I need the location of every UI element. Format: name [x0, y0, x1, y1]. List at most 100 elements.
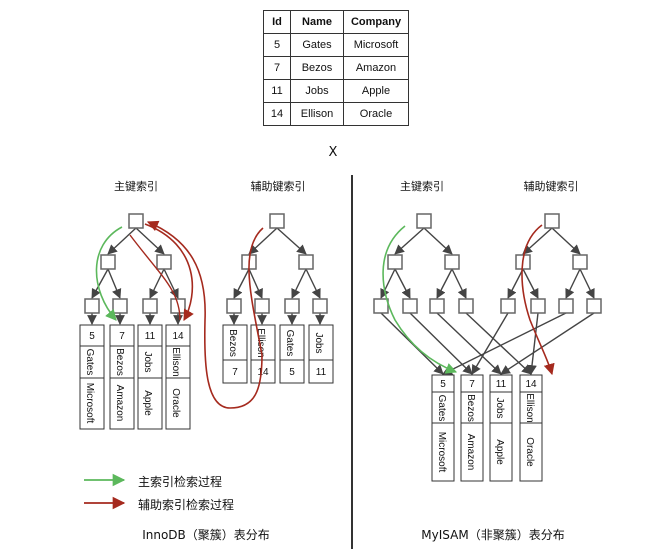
record-name: Bezos — [227, 329, 238, 357]
record-id: 14 — [525, 379, 537, 390]
record-id: 5 — [440, 379, 446, 390]
record-id: 5 — [89, 331, 95, 342]
tree-edge — [394, 268, 411, 299]
innodb-secondary-node — [269, 213, 285, 229]
record-name: Ellison — [524, 393, 535, 422]
table-header-row: Id Name Company — [263, 10, 409, 34]
innodb-secondary-node — [298, 254, 314, 270]
tree-edge — [107, 268, 122, 299]
tree-edges — [87, 227, 595, 375]
leaf-pointer-edge — [436, 312, 502, 375]
tree-edge — [248, 268, 263, 299]
innodb-primary-red-path — [144, 223, 194, 321]
innodb-primary-node — [112, 298, 128, 314]
myisam-records: 5 Gates Microsoft 7 Bezos Amazon 11 Jobs… — [431, 374, 543, 482]
tree-edge — [163, 268, 179, 299]
record-id: 7 — [119, 331, 125, 342]
myisam-primary-node — [444, 254, 460, 270]
cell-id: 7 — [263, 56, 291, 80]
leaf-pointer-edge — [527, 312, 539, 375]
myisam-primary-search-path — [382, 225, 458, 374]
record-company: Oracle — [170, 388, 181, 418]
record-name: Jobs — [313, 332, 324, 353]
tree-edge — [149, 268, 165, 299]
tree-edge — [135, 227, 165, 255]
myisam-secondary-node — [544, 213, 560, 229]
tree-edge — [291, 268, 307, 299]
record-column: 14 Ellison Oracle — [165, 324, 191, 430]
record-id: 11 — [496, 379, 507, 390]
tree-nodes — [84, 213, 602, 314]
record-company: Microsoft — [436, 432, 447, 473]
tree-edge — [579, 268, 595, 299]
record-company: Amazon — [114, 385, 125, 422]
myisam-secondary-node — [500, 298, 516, 314]
leaf-pointer-edge — [442, 312, 567, 375]
record-name: Gates — [84, 349, 95, 376]
innodb-primary-node — [128, 213, 144, 229]
myisam-caption: MyISAM（非聚簇）表分布 — [421, 528, 565, 542]
record-column: 7 Bezos Amazon — [109, 324, 135, 430]
tree-edge — [305, 268, 321, 299]
cell-company: Microsoft — [343, 33, 409, 57]
tree-edge — [522, 268, 539, 299]
record-name: Bezos — [114, 348, 125, 376]
record-id: 5 — [289, 367, 295, 378]
cell-id: 14 — [263, 102, 291, 126]
record-company: Microsoft — [84, 383, 95, 424]
tree-edge — [423, 227, 453, 255]
record-company: Apple — [494, 439, 505, 465]
cell-name: Ellison — [290, 102, 344, 126]
cell-company: Oracle — [343, 102, 409, 126]
myisam-secondary-node — [558, 298, 574, 314]
myisam-primary-label: 主键索引 — [400, 180, 444, 193]
tree-edge — [522, 227, 553, 255]
record-id: 11 — [316, 367, 327, 378]
myisam-primary-node — [429, 298, 445, 314]
legend-primary-label: 主索引检索过程 — [138, 475, 223, 489]
innodb-primary-search-path — [95, 226, 123, 321]
record-id: 11 — [145, 331, 156, 342]
innodb-caption: InnoDB（聚簇）表分布 — [142, 528, 270, 542]
innodb-secondary-node — [254, 298, 270, 314]
tree-edge — [107, 227, 137, 255]
legend-secondary-label: 辅助索引检索过程 — [138, 498, 235, 512]
leaf-pointer-edge — [409, 312, 473, 375]
innodb-primary-red-path-inner — [129, 234, 181, 321]
myisam-secondary-red-path — [521, 224, 555, 376]
record-column: Ellison 14 — [250, 324, 276, 384]
record-column: 7 Bezos Amazon — [460, 374, 484, 482]
record-column: Gates 5 — [279, 324, 305, 384]
innodb-primary-node — [100, 254, 116, 270]
innodb-primary-node — [142, 298, 158, 314]
tree-edge — [436, 268, 453, 299]
record-name: Gates — [436, 395, 447, 422]
record-company: Amazon — [465, 434, 476, 471]
record-id: 14 — [172, 331, 184, 342]
record-name: Bezos — [465, 394, 476, 422]
record-name: Jobs — [142, 351, 153, 372]
innodb-secondary-node — [284, 298, 300, 314]
tree-edge — [507, 268, 524, 299]
record-column: 5 Gates Microsoft — [431, 374, 455, 482]
record-id: 7 — [232, 367, 238, 378]
record-name: Ellison — [170, 347, 181, 376]
myisam-primary-node — [416, 213, 432, 229]
tree-edge — [233, 268, 250, 299]
header-company: Company — [343, 10, 409, 34]
myisam-primary-node — [458, 298, 474, 314]
record-name: Gates — [284, 330, 295, 357]
tree-edge — [451, 268, 467, 299]
record-column: Bezos 7 — [222, 324, 248, 384]
tree-edge — [248, 227, 278, 255]
myisam-secondary-node — [586, 298, 602, 314]
innodb-primary-label: 主键索引 — [114, 180, 158, 193]
innodb-secondary-node — [312, 298, 328, 314]
cell-name: Jobs — [290, 79, 344, 103]
innodb-secondary-red-path — [146, 220, 264, 409]
myisam-secondary-node — [530, 298, 546, 314]
record-company: Apple — [142, 390, 153, 416]
tree-edge — [565, 268, 581, 299]
leaf-pointer-edge — [500, 312, 595, 375]
